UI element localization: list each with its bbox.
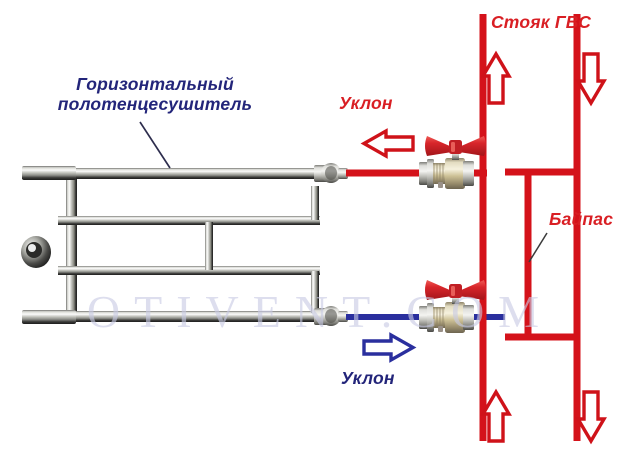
wall-mount-bracket: [21, 236, 51, 268]
arrow-riser-top-right-down: [575, 52, 607, 107]
rail-top-right-fitting: [314, 163, 348, 183]
rail-bottom-right-fitting: [314, 306, 348, 326]
leader-bypass: [528, 232, 548, 263]
rail-inner-right-riser-lower: [311, 271, 319, 313]
upper-valve-handle[interactable]: [425, 136, 486, 156]
rail-inner-upper-tube: [58, 216, 320, 225]
label-riser: Стояк ГВС: [490, 12, 592, 32]
rail-bottom-tube: [22, 311, 317, 322]
upper-ball-valve[interactable]: [419, 136, 486, 189]
arrow-riser-bottom-right-down: [575, 390, 607, 445]
label-towel-rail: Горизонтальный полотенцесушитель: [57, 74, 253, 115]
arrow-return-from-rail: [362, 332, 417, 363]
lower-ball-valve[interactable]: [419, 280, 486, 333]
lower-valve-handle[interactable]: [425, 280, 486, 300]
arrow-supply-to-rail: [360, 128, 415, 159]
arrow-riser-top-left-up: [480, 50, 512, 105]
horizontal-towel-rail: [21, 163, 348, 326]
rail-inner-right-riser-upper: [311, 186, 319, 220]
label-slope-bottom: Уклон: [341, 368, 395, 388]
label-bypass: Байпас: [549, 209, 614, 229]
riser-and-bypass-network: [479, 14, 581, 441]
rail-inner-left-connector: [205, 222, 213, 270]
rail-left-end-caps: [22, 166, 76, 324]
arrow-riser-bottom-left-up: [480, 388, 512, 443]
leader-towel-rail: [139, 121, 171, 169]
rail-inner-lower-tube: [58, 266, 320, 275]
rail-left-vertical-tube: [66, 174, 77, 319]
label-slope-top: Уклон: [339, 93, 393, 113]
